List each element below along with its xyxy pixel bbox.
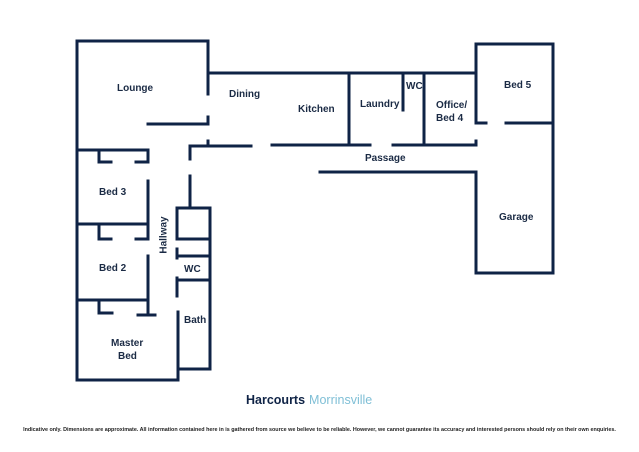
room-lounge: Lounge: [117, 83, 154, 94]
walls-garage: [474, 42, 555, 275]
room-wc-top: WC: [406, 81, 423, 92]
room-bed3: Bed 3: [99, 187, 127, 198]
walls-lounge: [75, 39, 210, 255]
room-bed2: Bed 2: [99, 263, 127, 274]
room-hallway: Hallway: [158, 216, 170, 254]
room-office-line2: Bed 4: [436, 113, 464, 124]
room-wc-hall: WC: [184, 264, 201, 275]
room-bed5: Bed 5: [504, 80, 532, 91]
walls-bedrooms: [75, 148, 212, 382]
room-bath: Bath: [184, 315, 207, 326]
room-laundry: Laundry: [360, 99, 400, 110]
room-garage: Garage: [499, 212, 534, 223]
room-master-line2: Bed: [118, 351, 137, 362]
walls-hall: [175, 174, 212, 371]
brand-company: Harcourts: [246, 393, 306, 407]
room-passage: Passage: [365, 153, 406, 164]
room-office-line1: Office/: [436, 100, 468, 111]
room-kitchen: Kitchen: [298, 104, 335, 115]
brand-office: Morrinsville: [309, 393, 373, 407]
walls-top: [206, 71, 478, 147]
walls-passage: [188, 139, 478, 174]
room-master-line1: Master: [111, 338, 144, 349]
room-dining: Dining: [229, 89, 261, 100]
disclaimer-text: Indicative only. Dimensions are approxim…: [23, 427, 616, 433]
